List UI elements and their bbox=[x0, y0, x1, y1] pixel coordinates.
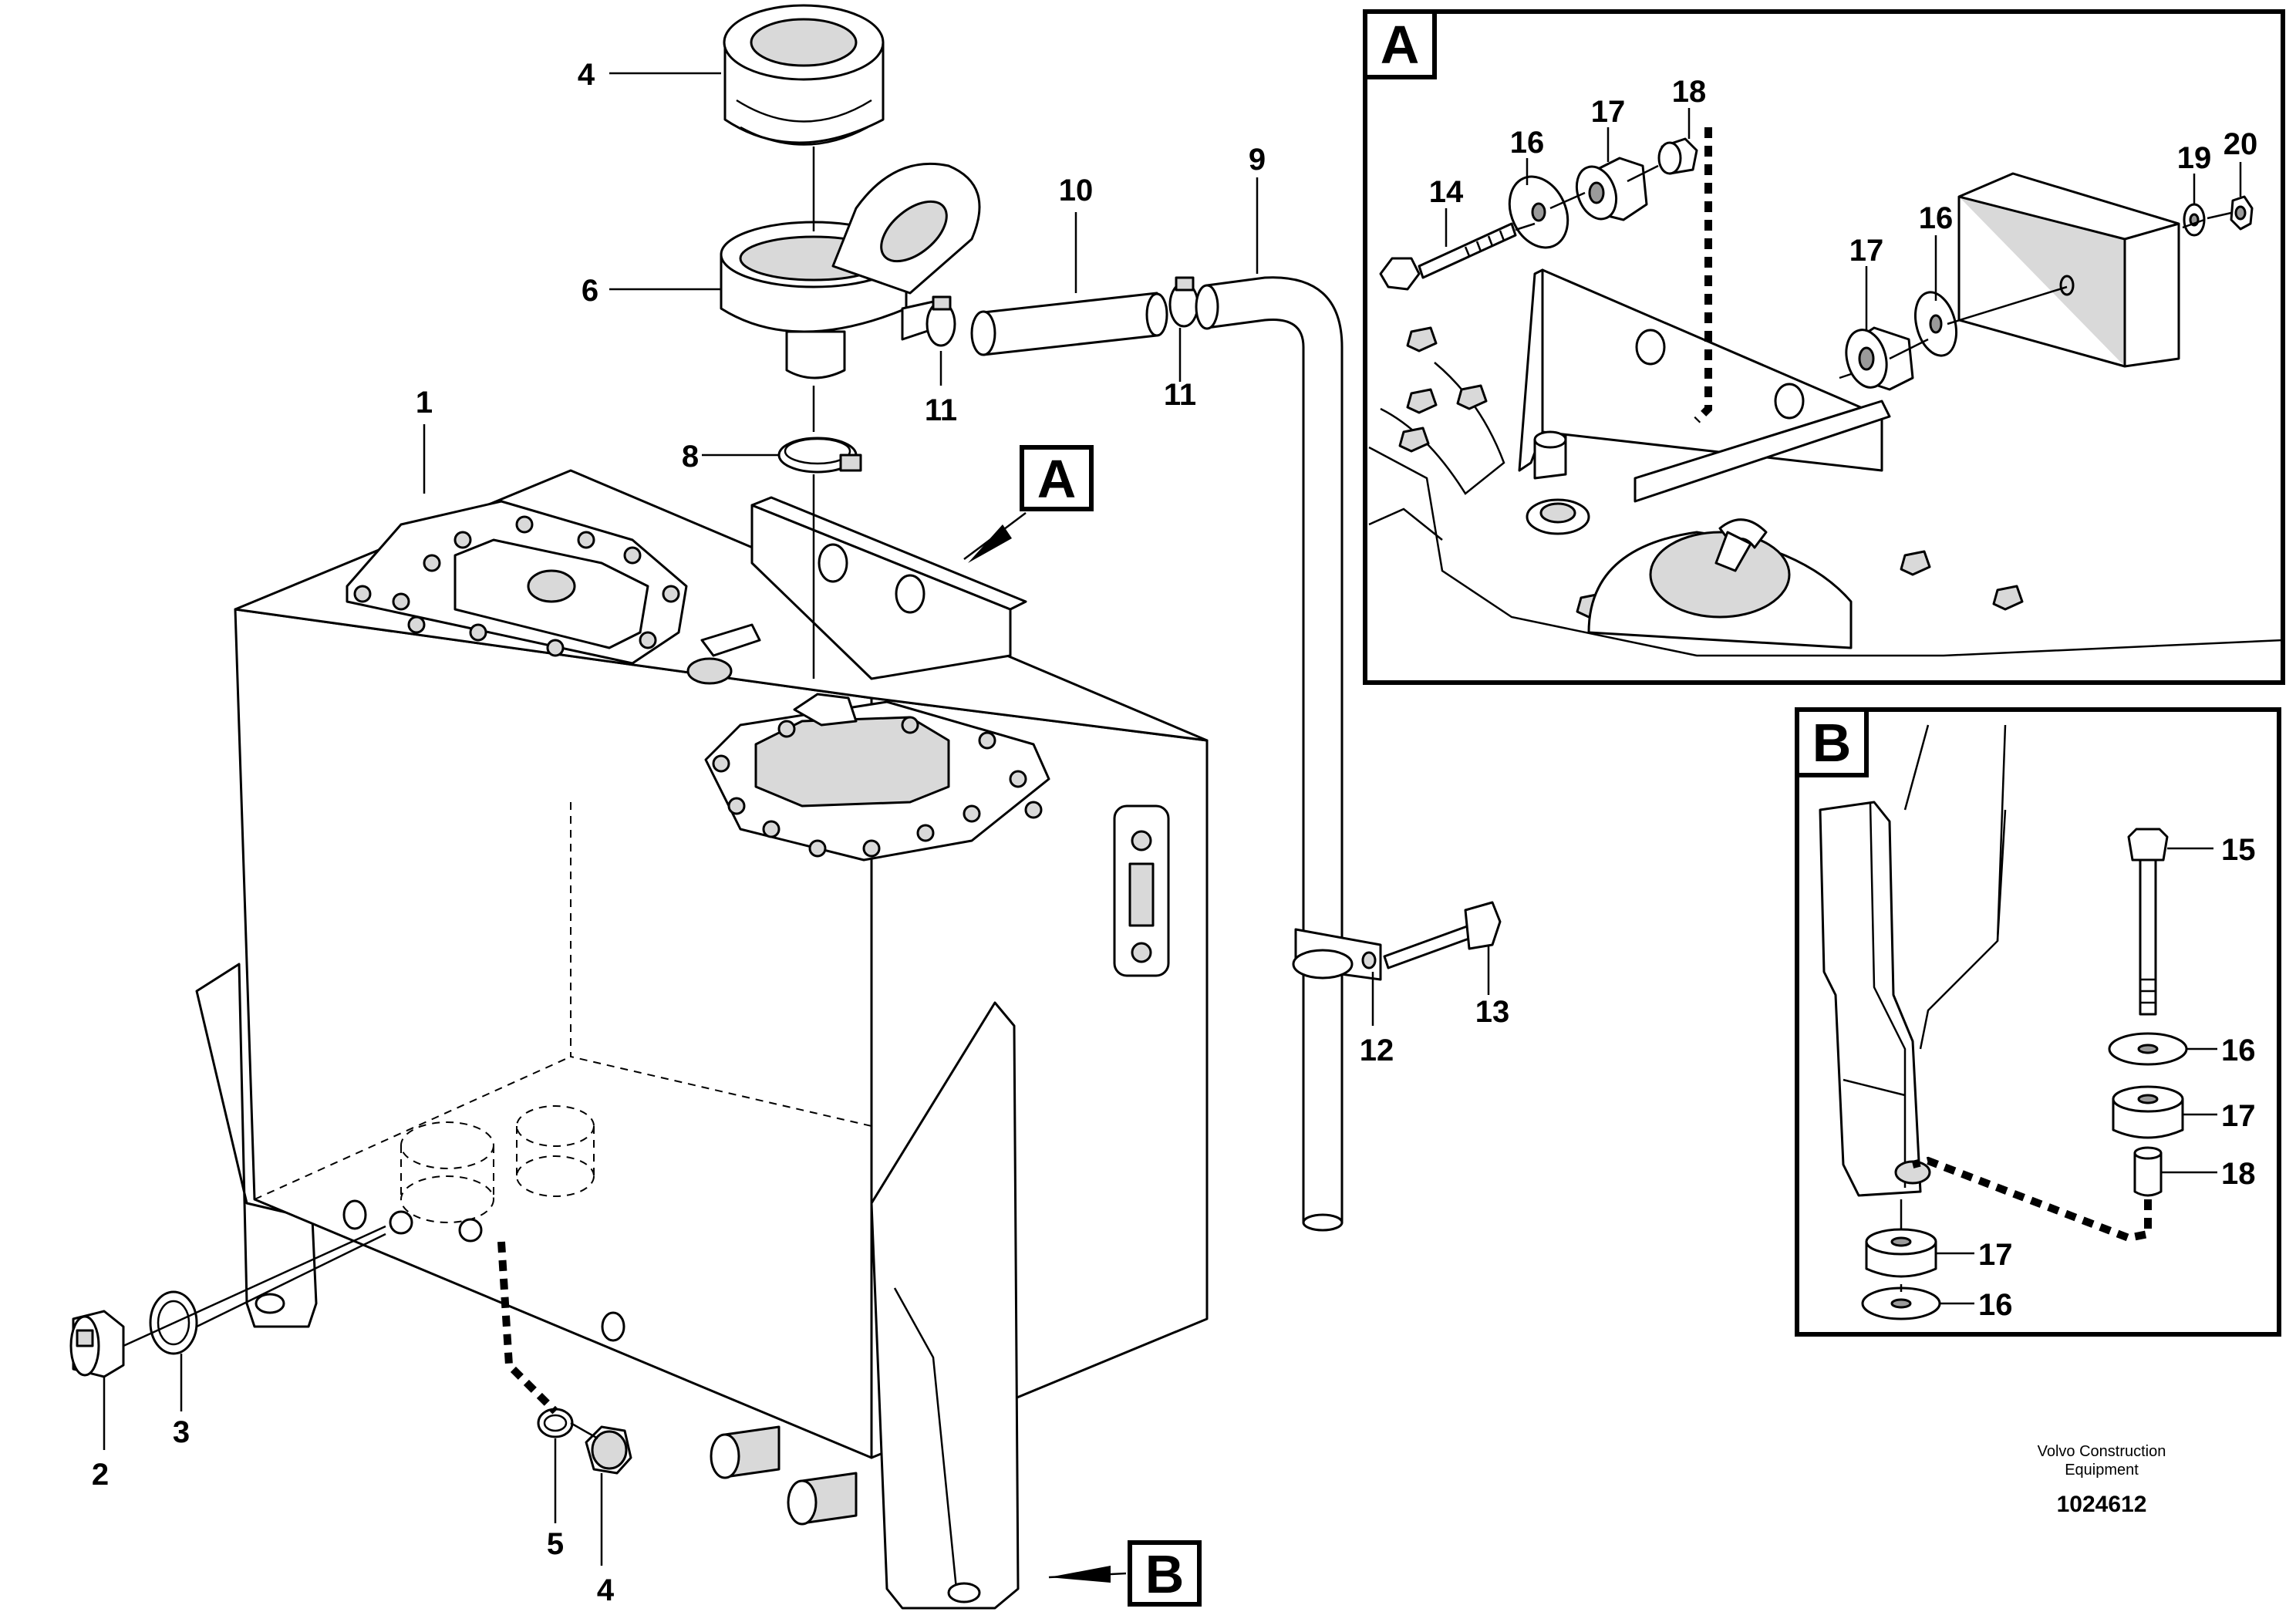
hose-clamp-11-left bbox=[925, 295, 956, 347]
reference-letter-a: A bbox=[1037, 449, 1077, 509]
detail-b-callout-17-lower: 17 bbox=[1978, 1238, 2013, 1272]
callout-10: 10 bbox=[1059, 174, 1094, 207]
rubber-mount-17-right bbox=[1845, 326, 1914, 391]
drain-plug-2 bbox=[69, 1310, 125, 1378]
callout-9: 9 bbox=[1249, 143, 1266, 177]
credit-line-2: Equipment bbox=[2065, 1462, 2139, 1479]
detail-a-callout-17-right: 17 bbox=[1849, 234, 1884, 268]
hose-clamp-8 bbox=[777, 437, 862, 474]
drain-bosses bbox=[342, 1105, 625, 1342]
washer-16-b-lower bbox=[1861, 1286, 1941, 1320]
breather-housing bbox=[720, 162, 981, 379]
callout-11-right: 11 bbox=[1164, 378, 1196, 412]
callout-8: 8 bbox=[682, 440, 699, 474]
detail-a-callout-16-right: 16 bbox=[1919, 201, 1954, 235]
washer-19 bbox=[2183, 203, 2206, 237]
nut-20 bbox=[2230, 195, 2254, 231]
plate-bolts bbox=[353, 515, 680, 657]
reference-arrow-b: B bbox=[1048, 1540, 1202, 1607]
cover-bolts bbox=[712, 716, 1043, 858]
breather-cap bbox=[723, 4, 885, 146]
outlet-pipes bbox=[710, 1425, 858, 1526]
callout-4: 4 bbox=[597, 1573, 615, 1607]
seal-ring-5 bbox=[537, 1408, 574, 1438]
bolt-14 bbox=[1379, 222, 1517, 291]
rubber-mount-17-b-upper bbox=[2112, 1085, 2184, 1139]
detail-b: B bbox=[1795, 707, 2281, 1337]
reference-arrow-a: A bbox=[963, 445, 1094, 563]
hydraulic-tank bbox=[195, 469, 1209, 1610]
callout-12: 12 bbox=[1360, 1034, 1394, 1067]
main-leaders bbox=[103, 72, 1490, 1566]
detail-b-callout-16: 16 bbox=[2221, 1034, 2256, 1067]
sight-gauge bbox=[1113, 804, 1170, 977]
hose-clamp-11-right bbox=[1168, 276, 1199, 328]
detail-b-callout-15: 15 bbox=[2221, 833, 2256, 867]
callout-1: 1 bbox=[416, 386, 433, 420]
detail-a-letter: A bbox=[1381, 15, 1420, 75]
detail-a-callout-14: 14 bbox=[1429, 175, 1464, 209]
rubber-mount-17-b-lower bbox=[1865, 1228, 1937, 1278]
spacer-18 bbox=[1657, 137, 1698, 175]
rubber-block bbox=[1957, 172, 2180, 368]
detail-a-callout-19: 19 bbox=[2177, 141, 2212, 175]
spacer-18-b bbox=[2133, 1146, 2163, 1197]
detail-a-callout-20: 20 bbox=[2224, 127, 2258, 161]
detail-b-callout-16-lower: 16 bbox=[1978, 1288, 2013, 1322]
detail-b-letter: B bbox=[1812, 713, 1852, 773]
bolt-13 bbox=[1383, 901, 1502, 969]
breather-hose-10 bbox=[970, 292, 1168, 356]
detail-a-callout-16: 16 bbox=[1510, 126, 1545, 160]
breather-pipe-9 bbox=[1195, 276, 1344, 1232]
callout-5: 5 bbox=[547, 1527, 564, 1561]
detail-a-callout-18: 18 bbox=[1672, 75, 1707, 109]
pipe-clamp-12 bbox=[1292, 928, 1382, 981]
washer-16-upper bbox=[1508, 175, 1569, 249]
callout-11-left: 11 bbox=[925, 393, 957, 427]
detail-a-callout-17: 17 bbox=[1591, 95, 1626, 129]
credit-line-1: Volvo Construction bbox=[2038, 1443, 2166, 1460]
callout-2: 2 bbox=[92, 1458, 109, 1492]
document-number: 1024612 bbox=[2057, 1492, 2147, 1517]
callout-3: 3 bbox=[173, 1415, 190, 1449]
callout-13: 13 bbox=[1475, 995, 1510, 1029]
detail-a: A bbox=[1363, 9, 2285, 685]
reference-letter-b: B bbox=[1145, 1544, 1185, 1604]
callout-7: 4 bbox=[578, 58, 595, 92]
main-callouts: 4 6 1 8 11 11 10 9 12 13 2 3 5 4 bbox=[92, 58, 1509, 1607]
breather-assembly bbox=[720, 4, 981, 679]
callout-6: 6 bbox=[582, 274, 598, 308]
bolt-15 bbox=[2127, 828, 2169, 1016]
washer-16-b-upper bbox=[2108, 1032, 2188, 1066]
rubber-mount-17-upper bbox=[1575, 157, 1648, 221]
drain-plug-4 bbox=[585, 1425, 632, 1475]
detail-b-callout-17: 17 bbox=[2221, 1099, 2256, 1133]
detail-b-callout-18: 18 bbox=[2221, 1157, 2256, 1191]
